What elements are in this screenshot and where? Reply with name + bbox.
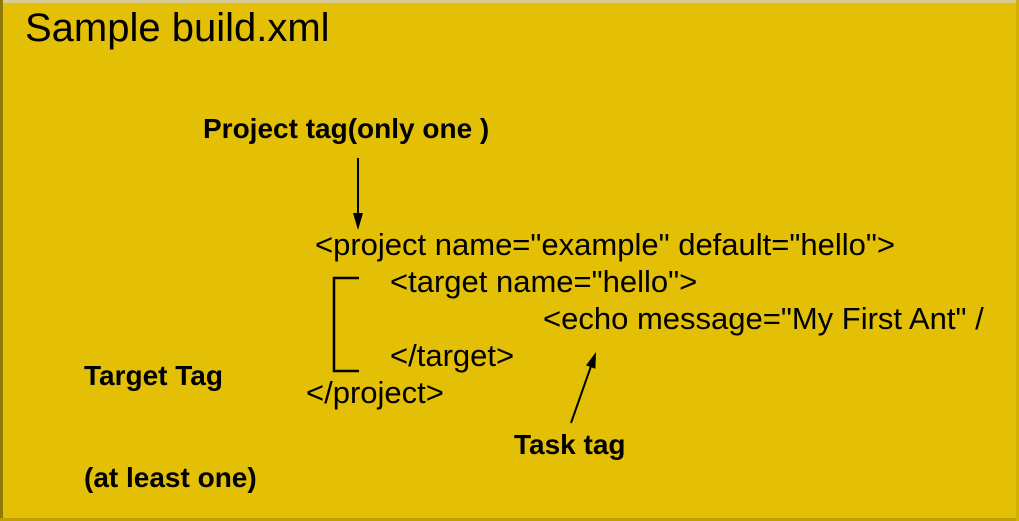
project-tag-label: Project tag(only one ) xyxy=(203,113,490,144)
project-arrow xyxy=(353,158,363,230)
target-bracket xyxy=(332,276,359,373)
target-tag-label-line1: Target Tag xyxy=(84,360,223,391)
task-tag-label: Task tag xyxy=(514,429,626,460)
slide-title: Sample build.xml xyxy=(25,6,330,50)
code-line-project-close: </project> xyxy=(306,375,444,410)
code-line-target-open: <target name="hello"> xyxy=(390,264,698,299)
target-tag-label-line2: (at least one) xyxy=(84,462,257,493)
slide-edge-right xyxy=(1016,0,1019,521)
code-line-echo-task: <echo message="My First Ant" / xyxy=(543,301,984,336)
target-tag-label: Target Tag (at least one) xyxy=(84,291,257,521)
code-line-project-open: <project name="example" default="hello"> xyxy=(315,227,895,262)
task-arrow xyxy=(570,352,596,424)
code-line-target-close: </target> xyxy=(390,338,515,373)
slide-edge-left xyxy=(0,0,3,521)
slide-edge-top xyxy=(0,0,1019,3)
slide-edge-bottom xyxy=(0,518,1019,521)
